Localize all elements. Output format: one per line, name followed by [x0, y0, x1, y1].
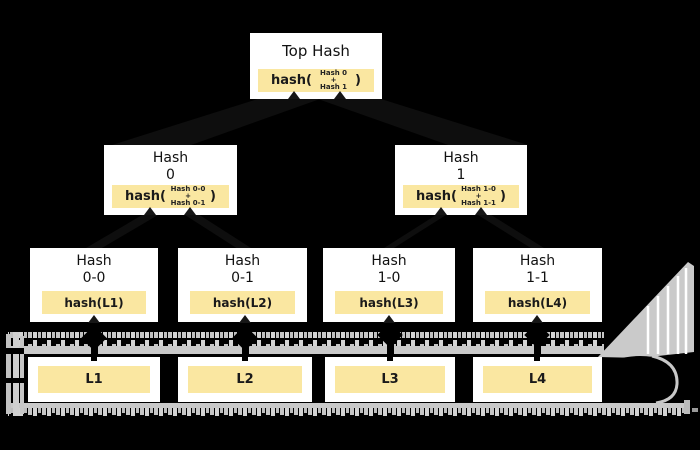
arrow-hash1-to-top: [318, 99, 528, 145]
arrow-tail-notch: [242, 357, 248, 361]
formula-arg-top: Hash 0: [319, 69, 348, 77]
formula-prefix: hash(: [271, 73, 312, 88]
node-title-line2: 0-1: [231, 270, 254, 286]
data-strip-graphic: [0, 250, 700, 446]
node-hash-0-1: Hash 0-1 hash(L2): [178, 248, 307, 323]
formula-prefix: hash(: [416, 189, 457, 204]
formula-prefix: hash(: [125, 189, 166, 204]
node-title-line1: Hash: [443, 150, 479, 166]
node-hash-1-1: Hash 1-1 hash(L4): [473, 248, 602, 323]
node-title-line1: Hash: [152, 150, 189, 166]
data-block-l3: L3: [325, 357, 455, 402]
arrowhead-icon: [88, 315, 100, 323]
formula-args: Hash 0 + Hash 1: [320, 70, 347, 91]
data-block-l1: L1: [28, 357, 160, 402]
hash-formula: hash( Hash 0 + Hash 1 ): [258, 69, 374, 92]
arrowhead-icon: [531, 315, 543, 323]
node-title-line2: 0: [166, 167, 175, 183]
arrowhead-icon: [239, 315, 251, 323]
plus-operator: +: [475, 192, 482, 200]
data-block-l2: L2: [178, 357, 312, 402]
strip-right-tear: [598, 262, 694, 358]
formula-text: hash(L1): [64, 295, 124, 310]
arrow-tail-notch: [91, 357, 97, 361]
arrow-hash10-to-hash1: [384, 215, 446, 248]
hash-formula: hash( Hash 0-0 + Hash 0-1 ): [112, 185, 229, 208]
hash-formula: hash(L1): [42, 291, 146, 314]
strip-left-cap: [6, 332, 24, 416]
arrow-diamonds: [81, 322, 550, 355]
arrow-tail-notch: [387, 357, 393, 361]
formula-arg-top: Hash 1-0: [461, 185, 496, 193]
data-block-label: L3: [335, 366, 445, 393]
hash-formula: hash( Hash 1-0 + Hash 1-1 ): [403, 185, 519, 208]
plus-operator: +: [185, 192, 191, 200]
node-hash-0-0: Hash 0-0 hash(L1): [30, 248, 158, 323]
arrow-hash00-to-hash0: [86, 215, 158, 248]
arrowhead-icon: [144, 207, 156, 215]
formula-arg-bottom: Hash 0-1: [170, 199, 206, 207]
data-block-label: L4: [483, 366, 592, 393]
arrowhead-icon: [184, 207, 196, 215]
formula-text: hash(L4): [507, 295, 568, 310]
arrow-hash01-to-hash0: [185, 215, 251, 248]
node-hash-0: Hash 0 hash( Hash 0-0 + Hash 0-1 ): [104, 145, 237, 215]
data-block-label: L2: [188, 366, 302, 393]
formula-args: Hash 0-0 + Hash 0-1: [171, 186, 206, 207]
plus-operator: +: [330, 76, 337, 84]
node-title-line2: 1: [456, 167, 466, 183]
node-title-line2: 0-0: [82, 270, 106, 286]
arrowhead-icon: [383, 315, 395, 323]
formula-arg-bottom: Hash 1: [319, 83, 348, 91]
formula-text: hash(L2): [212, 295, 273, 310]
arrowhead-icon: [435, 207, 447, 215]
node-title-line2: 1-1: [526, 270, 549, 286]
hash-formula: hash(L2): [190, 291, 295, 314]
formula-args: Hash 1-0 + Hash 1-1: [461, 186, 496, 207]
data-block-label: L1: [38, 366, 150, 393]
formula-suffix: ): [355, 73, 361, 88]
node-title-line1: Hash: [519, 253, 556, 269]
arrow-tail-notch: [534, 357, 540, 361]
data-block-l4: L4: [473, 357, 602, 402]
arrowhead-icon: [475, 207, 487, 215]
strip-end-hook: [684, 400, 698, 414]
node-top-hash: Top Hash hash( Hash 0 + Hash 1 ): [250, 33, 382, 99]
node-title: Top Hash: [282, 42, 350, 60]
arrowhead-icon: [288, 91, 300, 99]
node-title-line1: Hash: [76, 253, 112, 269]
arrow-hash0-to-top: [112, 99, 320, 145]
formula-suffix: ): [500, 189, 506, 204]
formula-arg-top: Hash 0-0: [170, 185, 206, 193]
formula-suffix: ): [210, 189, 216, 204]
node-title-line2: 1-0: [377, 270, 401, 286]
node-title-line1: Hash: [371, 253, 407, 269]
strip-curl-blob: [610, 354, 679, 405]
arrowhead-icon: [334, 91, 346, 99]
node-title-line1: Hash: [224, 253, 261, 269]
hash-formula: hash(L4): [485, 291, 590, 314]
node-hash-1: Hash 1 hash( Hash 1-0 + Hash 1-1 ): [395, 145, 527, 215]
hash-formula: hash(L3): [335, 291, 443, 314]
arrow-hash11-to-hash1: [478, 215, 544, 248]
node-hash-1-0: Hash 1-0 hash(L3): [323, 248, 455, 323]
formula-text: hash(L3): [359, 295, 419, 310]
formula-arg-bottom: Hash 1-1: [461, 199, 496, 207]
